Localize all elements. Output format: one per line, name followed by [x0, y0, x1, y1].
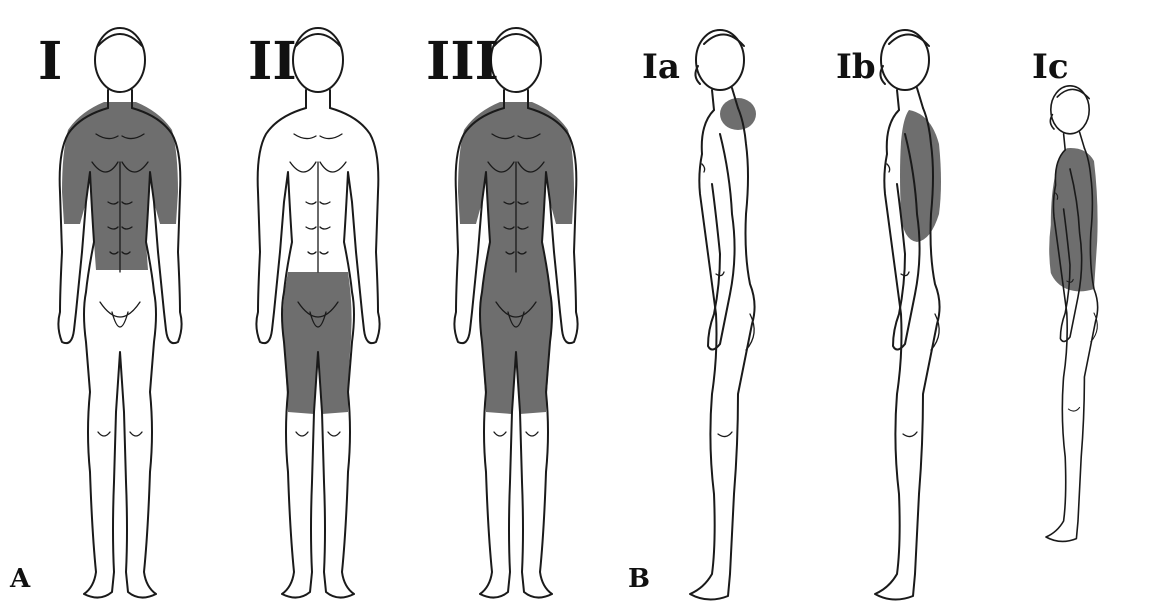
front-figure-ii	[218, 12, 418, 604]
front-figure-iii	[416, 12, 616, 604]
shade-region-ib	[900, 110, 941, 242]
panel-label-b: B	[628, 566, 650, 592]
label-ic: Ic	[1032, 50, 1069, 84]
side-figure-ic	[990, 14, 1150, 604]
side-figure-ib	[805, 14, 1005, 604]
label-ii: II	[248, 36, 297, 88]
label-iii: III	[426, 36, 499, 88]
label-ib: Ib	[836, 50, 876, 84]
shade-region-ii	[283, 272, 352, 414]
panel-label-a: A	[10, 566, 30, 592]
label-ia: Ia	[642, 50, 680, 84]
shade-region-ia	[720, 98, 756, 130]
side-figure-ia	[620, 14, 820, 604]
front-figure-i	[20, 12, 220, 604]
label-i: I	[38, 36, 62, 88]
